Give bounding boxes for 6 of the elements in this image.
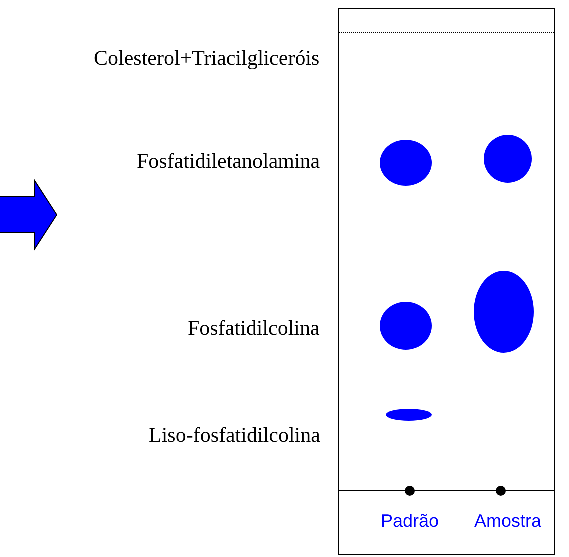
lane-label: Amostra xyxy=(474,512,542,530)
lipid-class-label: Colesterol+Triacilgliceróis xyxy=(94,48,320,69)
lipid-class-label: Liso-fosfatidilcolina xyxy=(149,425,320,446)
lipid-class-label: Fosfatidiletanolamina xyxy=(137,151,320,172)
lane-label: Padrão xyxy=(381,512,440,530)
lipid-class-label: Fosfatidilcolina xyxy=(188,318,320,339)
